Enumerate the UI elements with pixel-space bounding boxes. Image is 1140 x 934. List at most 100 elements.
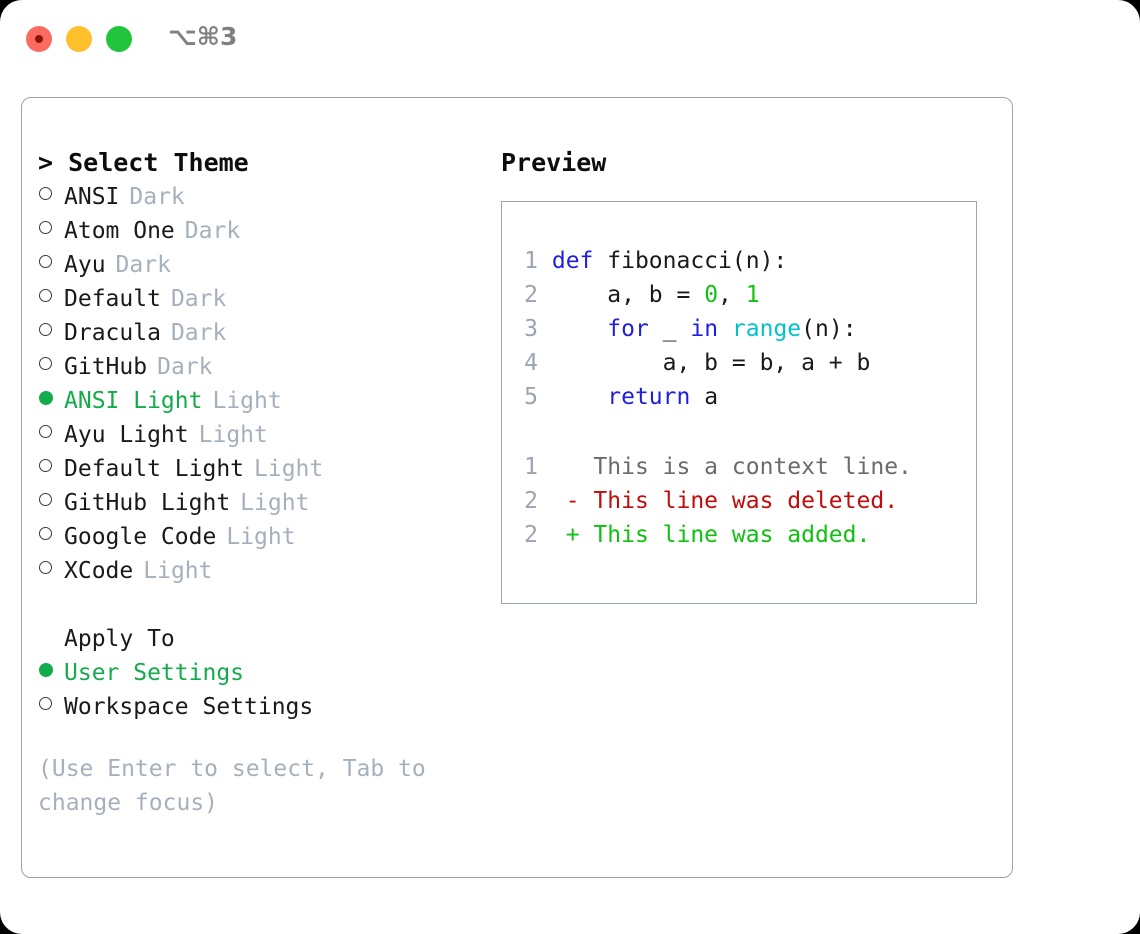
diff-sign: +: [565, 522, 594, 548]
code-token-num: 0: [704, 282, 719, 308]
diff-sign: -: [565, 488, 594, 514]
diff-text: This is a context line.: [593, 454, 912, 480]
theme-name: Atom One: [64, 218, 175, 244]
apply-to-heading: Apply To: [64, 626, 175, 652]
code-token-plain: a: [690, 384, 719, 410]
code-line: 2 a, b = 0, 1: [518, 278, 870, 312]
theme-name: GitHub Light: [64, 490, 231, 516]
diff-sign: [566, 454, 594, 480]
theme-variant-badge: Dark: [184, 218, 241, 244]
theme-list-item[interactable]: Ayu Light Light: [38, 418, 478, 452]
code-line: 4 a, b = b, a + b: [518, 346, 870, 380]
theme-name: Default: [64, 286, 161, 312]
apply-to-option[interactable]: Workspace Settings: [38, 690, 478, 724]
line-number: 1: [524, 248, 538, 274]
code-token-plain: [552, 384, 607, 410]
circle-open-icon: [39, 697, 52, 710]
line-number: 2: [524, 282, 538, 308]
line-number: 5: [524, 384, 538, 410]
theme-name: Ayu Light: [64, 422, 189, 448]
maximize-button-icon[interactable]: [106, 26, 132, 52]
code-token-plain: _: [648, 316, 691, 342]
code-line: 5 return a: [518, 380, 870, 414]
code-line: 1 def fibonacci(n):: [518, 244, 870, 278]
apply-to-option-label: Workspace Settings: [64, 694, 314, 720]
diff-gutter-space: [538, 522, 566, 548]
code-gutter-space: [538, 384, 552, 410]
circle-filled-icon: [39, 663, 53, 677]
theme-name: Default Light: [64, 456, 245, 482]
theme-variant-badge: Dark: [170, 286, 227, 312]
theme-name: ANSI Light: [64, 388, 203, 414]
theme-list-item[interactable]: Dracula Dark: [38, 316, 478, 350]
theme-list-item[interactable]: ANSI Light Light: [38, 384, 478, 418]
diff-line-number: 1: [524, 454, 538, 480]
spacer: [38, 588, 478, 622]
circle-open-icon: [39, 221, 52, 234]
theme-variant-badge: Light: [143, 558, 213, 584]
diff-line-number: 2: [524, 488, 538, 514]
theme-list-item[interactable]: Default Light Light: [38, 452, 478, 486]
diff-line: 1 This is a context line.: [518, 450, 912, 484]
minimize-button-icon[interactable]: [66, 26, 92, 52]
circle-open-icon: [39, 289, 52, 302]
theme-name: Ayu: [64, 252, 106, 278]
apply-to-option-label: User Settings: [64, 660, 245, 686]
apply-to-option[interactable]: User Settings: [38, 656, 478, 690]
code-token-plain: fibonacci(n):: [593, 248, 788, 274]
code-token-kw: for: [607, 316, 649, 342]
preview-heading: Preview: [501, 148, 607, 177]
code-token-plain: a, b = b, a + b: [551, 350, 871, 376]
theme-list-item[interactable]: Ayu Dark: [38, 248, 478, 282]
code-token-plain: (n):: [801, 316, 857, 342]
theme-variant-badge: Light: [254, 456, 324, 482]
theme-list-item[interactable]: GitHub Dark: [38, 350, 478, 384]
diff-line: 2 + This line was added.: [518, 518, 912, 552]
code-token-plain: [552, 316, 607, 342]
diff-gutter-space: [538, 488, 566, 514]
circle-open-icon: [39, 425, 52, 438]
code-gutter-space: [538, 350, 552, 376]
code-gutter-space: [538, 248, 552, 274]
theme-variant-badge: Light: [212, 388, 282, 414]
theme-variant-badge: Light: [240, 490, 310, 516]
circle-filled-icon: [39, 391, 53, 405]
diff-gutter-space: [538, 454, 566, 480]
diff-text: This line was deleted.: [593, 488, 899, 514]
code-token-kw: return: [607, 384, 691, 410]
code-token-kw: def: [551, 248, 594, 274]
close-button-icon[interactable]: [26, 26, 52, 52]
theme-name: Google Code: [64, 524, 217, 550]
theme-list-item[interactable]: GitHub Light Light: [38, 486, 478, 520]
theme-variant-badge: Light: [198, 422, 268, 448]
diff-line-number: 2: [524, 522, 538, 548]
theme-variant-badge: Dark: [170, 320, 227, 346]
theme-list-item[interactable]: Default Dark: [38, 282, 478, 316]
diff-preview: 1 This is a context line.2 - This line w…: [518, 450, 912, 552]
line-number: 4: [524, 350, 538, 376]
code-token-plain: ,: [718, 282, 746, 308]
theme-variant-badge: Dark: [115, 252, 171, 278]
theme-variant-badge: Dark: [157, 354, 213, 380]
select-theme-heading: > Select Theme: [38, 148, 249, 177]
theme-name: GitHub: [64, 354, 148, 380]
circle-open-icon: [39, 561, 52, 574]
code-token-kw: in: [690, 316, 719, 342]
theme-name: Dracula: [64, 320, 161, 346]
theme-list-item[interactable]: Atom One Dark: [38, 214, 478, 248]
circle-open-icon: [39, 323, 52, 336]
circle-open-icon: [39, 493, 52, 506]
window-shortcut-label: ⌥⌘3: [168, 22, 238, 51]
line-number: 3: [524, 316, 538, 342]
diff-line: 2 - This line was deleted.: [518, 484, 912, 518]
